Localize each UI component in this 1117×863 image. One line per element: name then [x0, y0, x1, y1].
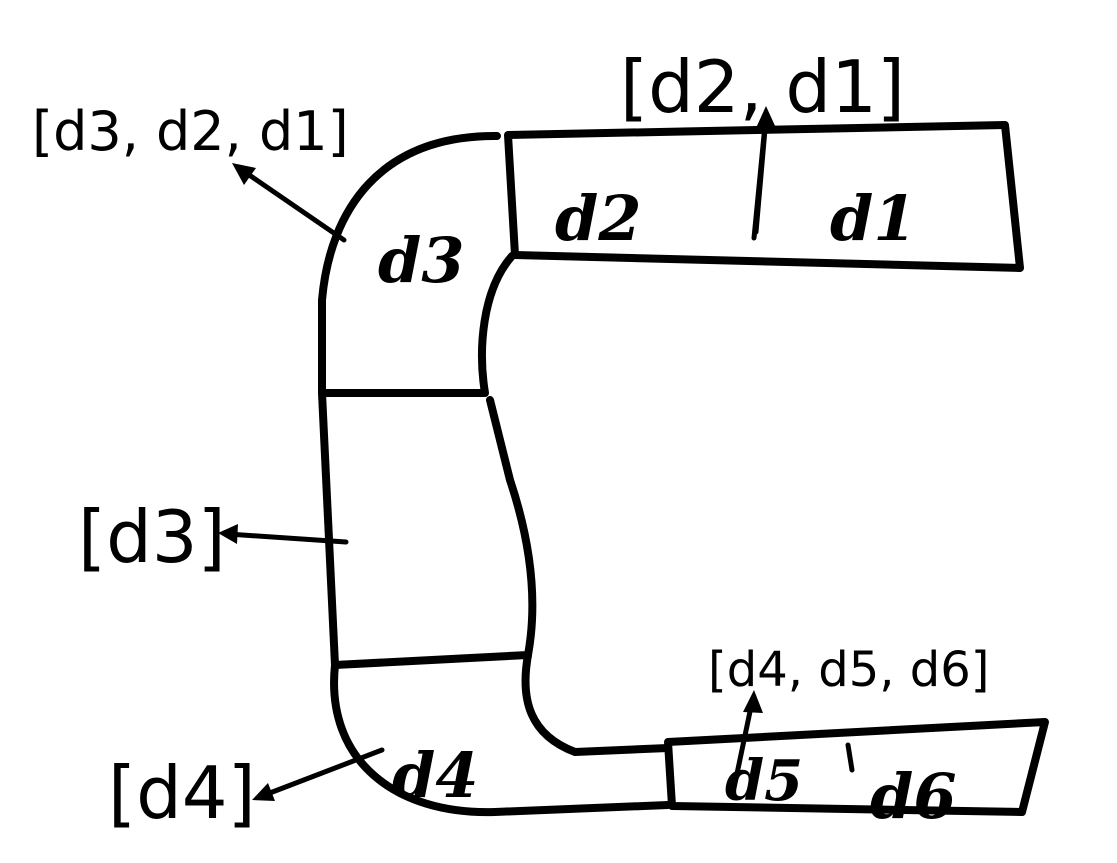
- label-middle-left: [d3]: [78, 495, 226, 579]
- arrow-bottom-left: [252, 747, 385, 801]
- label-bottom-left: [d4]: [108, 751, 256, 835]
- segment-label-d3: d3: [378, 224, 465, 297]
- lower-bend-outline: [330, 651, 672, 817]
- arrow-top-right: [753, 106, 776, 235]
- label-top-right-pair: [d2, d1]: [620, 45, 905, 129]
- segment-label-d4: d4: [392, 739, 479, 812]
- middle-segment-outline: [318, 389, 537, 669]
- upper-bend-outline: [318, 131, 516, 397]
- label-top-left-stack: [d3, d2, d1]: [32, 100, 349, 163]
- arrow-middle-left: [218, 524, 349, 545]
- bottom-segment-divider: [845, 742, 855, 773]
- bottom-segment-outline: [664, 718, 1049, 816]
- top-segment-outline: [504, 121, 1024, 272]
- arrow-top-left: [232, 163, 347, 243]
- label-bottom-right-stack: [d4, d5, d6]: [708, 642, 990, 698]
- arrow-bottom-right: [731, 690, 763, 791]
- segment-label-d2: d2: [555, 182, 642, 255]
- segment-label-d6: d6: [870, 760, 957, 833]
- segment-label-d1: d1: [830, 182, 917, 255]
